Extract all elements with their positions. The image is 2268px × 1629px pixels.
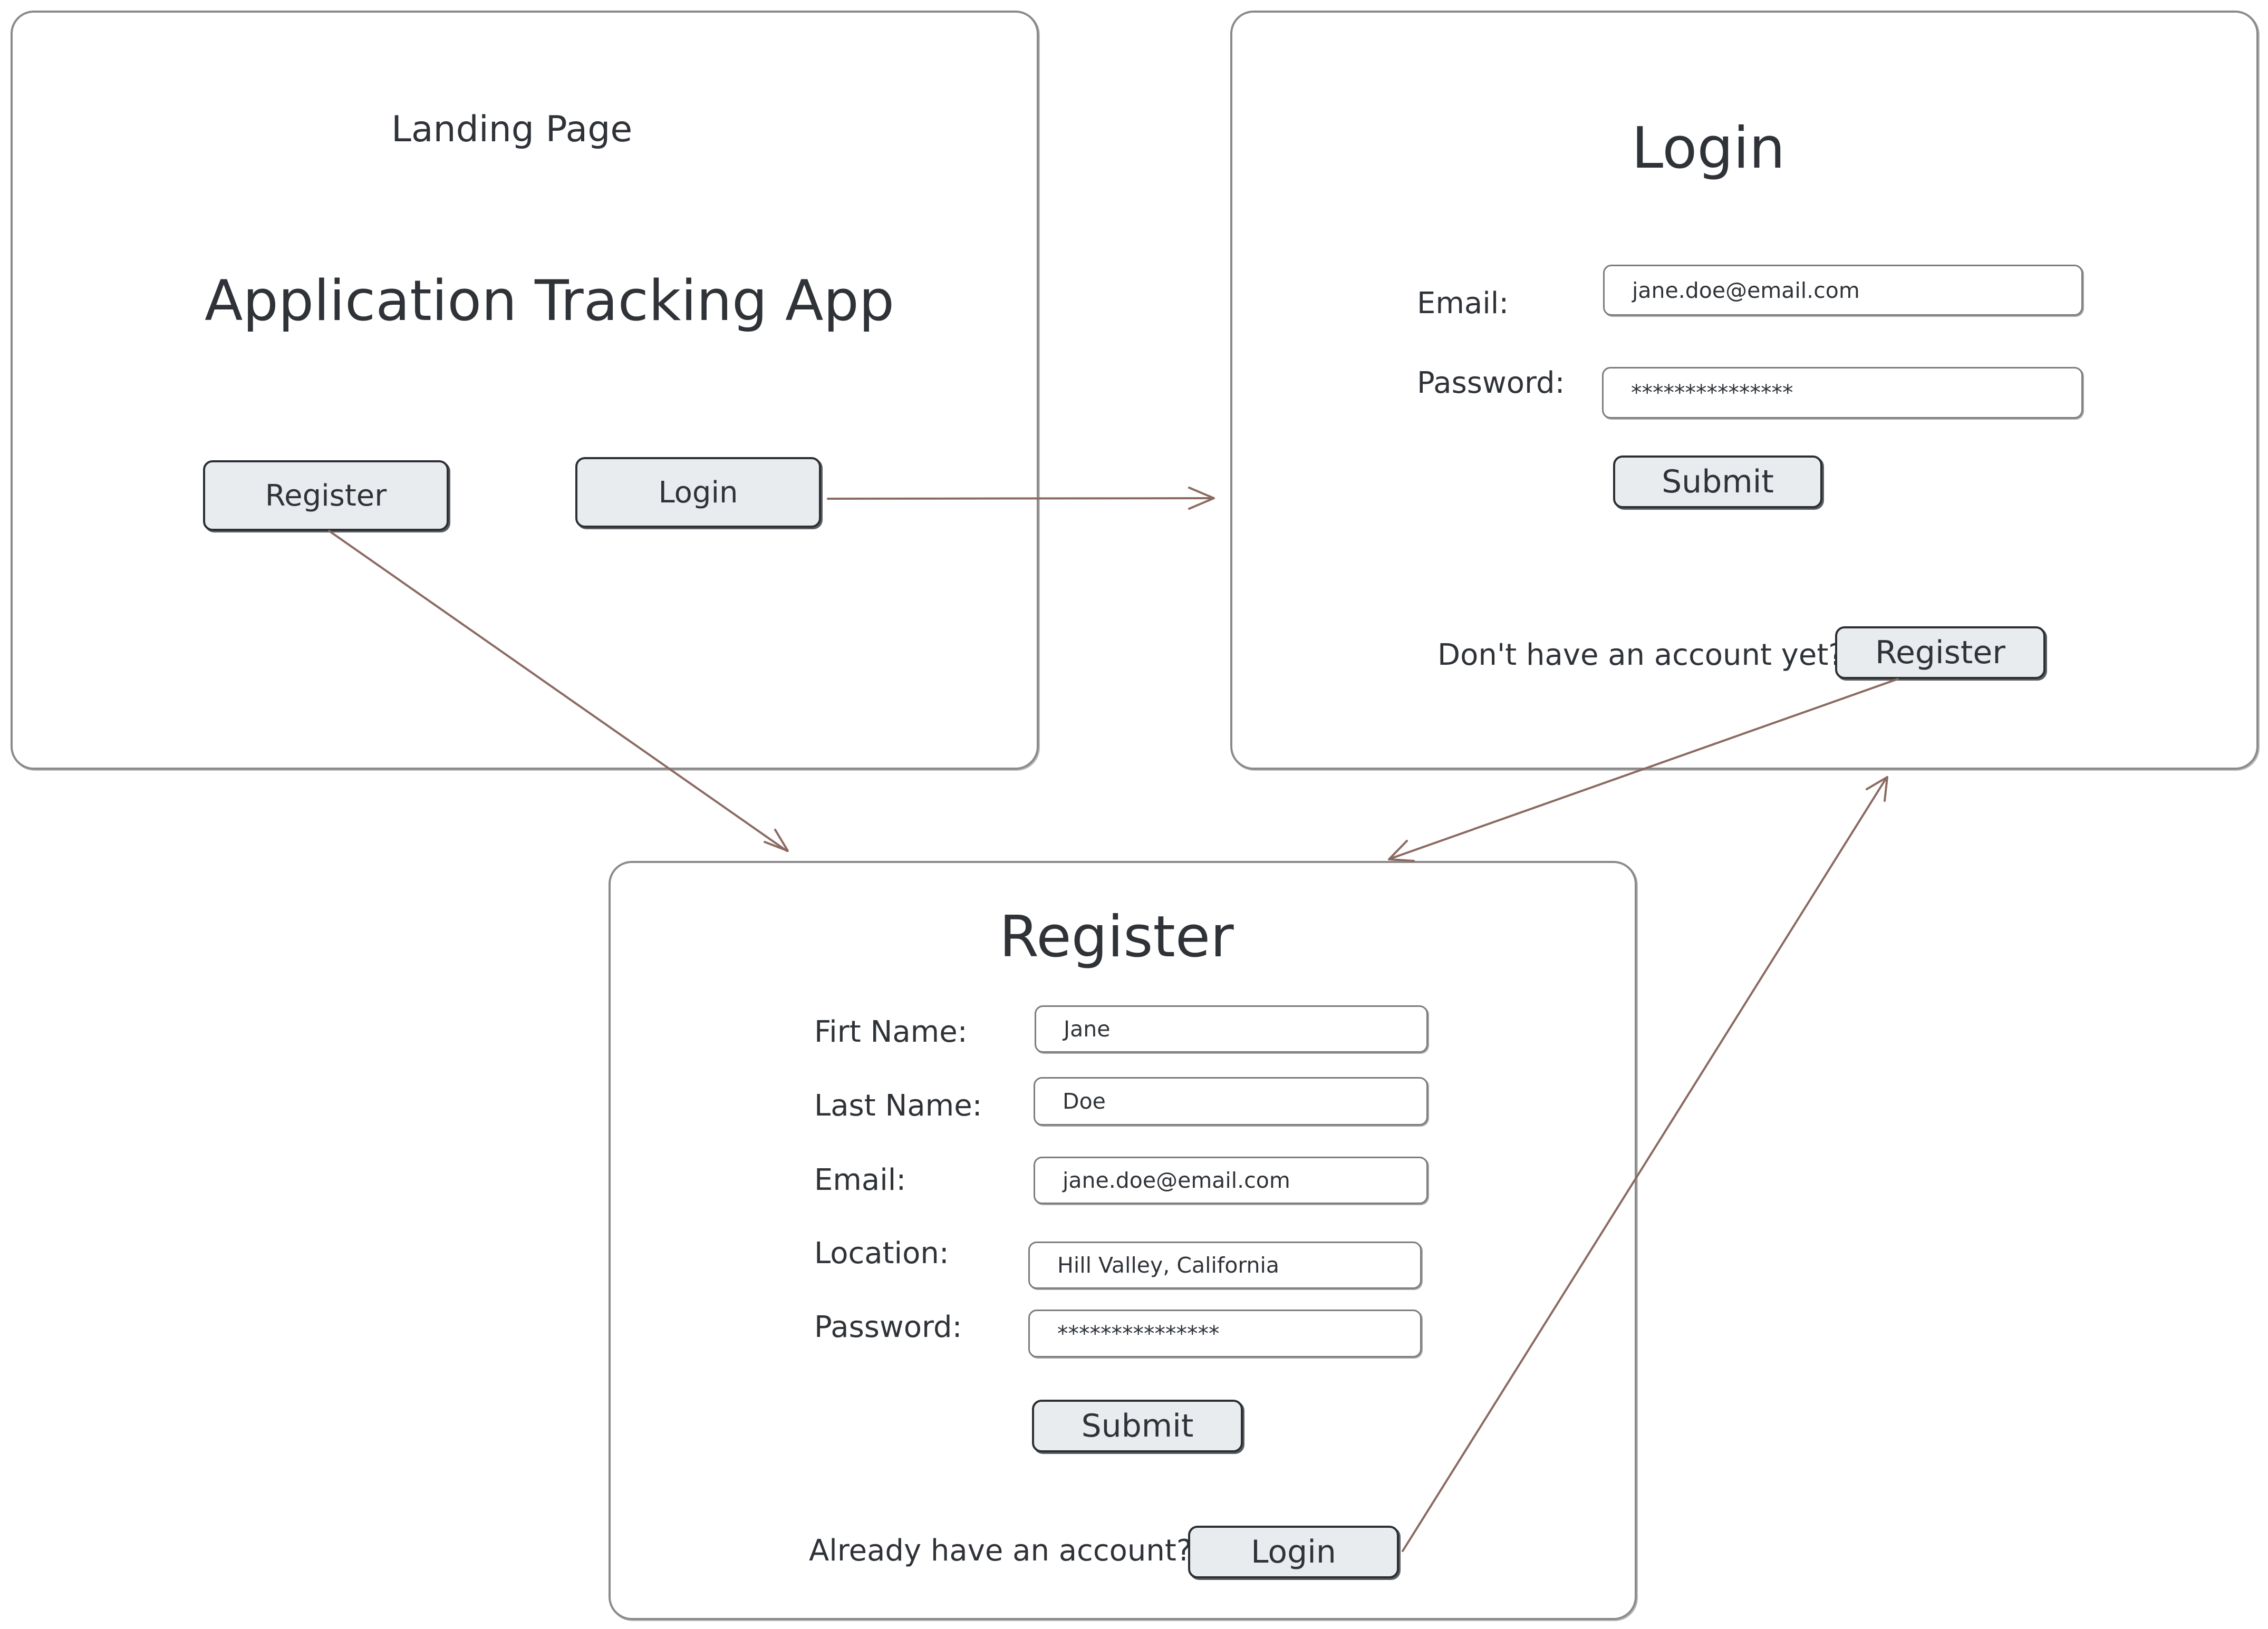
register-password-field[interactable]: *************** xyxy=(1028,1310,1422,1358)
register-first-name-field[interactable]: Jane xyxy=(1035,1005,1428,1053)
register-location-field[interactable]: Hill Valley, California xyxy=(1028,1242,1422,1289)
login-password-field[interactable]: *************** xyxy=(1602,367,2083,419)
login-email-field[interactable]: jane.doe@email.com xyxy=(1603,265,2083,316)
register-last-name-field[interactable]: Doe xyxy=(1034,1077,1428,1126)
login-email-label: Email: xyxy=(1417,286,1509,321)
register-title: Register xyxy=(999,904,1234,970)
login-password-label: Password: xyxy=(1417,366,1565,400)
register-submit-button[interactable]: Submit xyxy=(1032,1400,1243,1452)
landing-page-caption: Landing Page xyxy=(391,109,633,150)
landing-app-title: Application Tracking App xyxy=(205,268,895,333)
register-login-prompt: Already have an account? xyxy=(809,1534,1192,1568)
login-submit-button[interactable]: Submit xyxy=(1613,455,1822,508)
register-last-name-label: Last Name: xyxy=(814,1089,982,1123)
login-register-prompt: Don't have an account yet? xyxy=(1437,638,1845,672)
register-first-name-label: Firt Name: xyxy=(814,1015,968,1049)
register-email-field[interactable]: jane.doe@email.com xyxy=(1034,1157,1428,1204)
register-password-label: Password: xyxy=(814,1310,962,1344)
register-login-button[interactable]: Login xyxy=(1188,1526,1399,1578)
landing-register-button[interactable]: Register xyxy=(203,460,449,531)
landing-login-button[interactable]: Login xyxy=(575,457,821,528)
register-email-label: Email: xyxy=(814,1163,906,1197)
login-register-button[interactable]: Register xyxy=(1835,626,2045,679)
register-location-label: Location: xyxy=(814,1236,949,1271)
register-frame xyxy=(609,861,1637,1620)
login-title: Login xyxy=(1632,115,1786,181)
